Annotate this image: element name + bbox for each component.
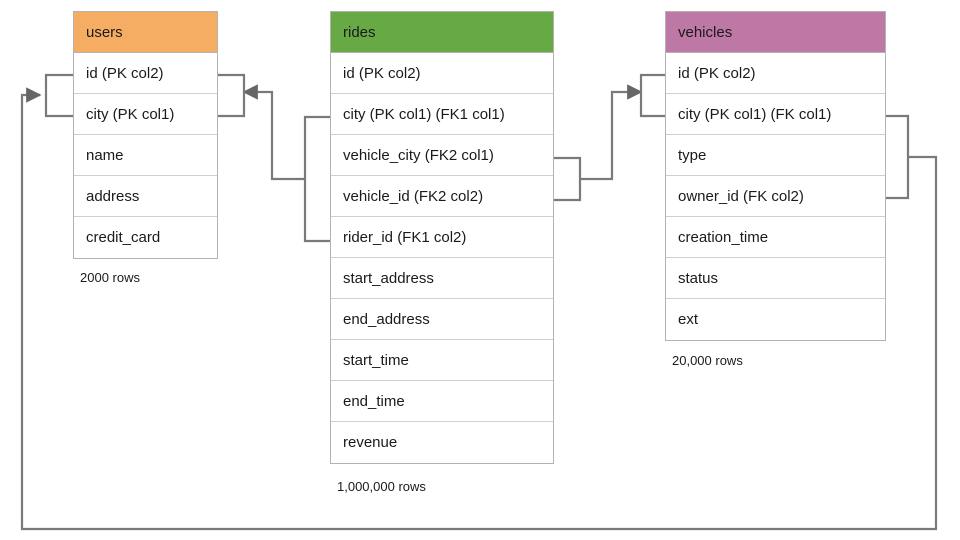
table-rides-rowcount: 1,000,000 rows [337,479,426,494]
table-rides-column-end-address[interactable]: end_address [331,299,553,340]
table-rides-column-revenue[interactable]: revenue [331,422,553,463]
table-rides-column-id[interactable]: id (PK col2) [331,53,553,94]
table-rides-column-vehicle-id[interactable]: vehicle_id (FK2 col2) [331,176,553,217]
table-users-column-credit-card[interactable]: credit_card [74,217,217,258]
fk2-rides-bracket [554,156,582,202]
table-rides-column-vehicle-city[interactable]: vehicle_city (FK2 col1) [331,135,553,176]
table-vehicles-column-ext[interactable]: ext [666,299,885,340]
table-vehicles[interactable]: vehicles id (PK col2) city (PK col1) (FK… [665,11,886,341]
users-right-stub [218,73,246,118]
table-rides-column-start-time[interactable]: start_time [331,340,553,381]
vehicles-fk-bracket [886,114,910,200]
fk1-rides-bracket [303,115,330,243]
fk2-link-to-vehicles [580,90,641,181]
table-vehicles-column-city[interactable]: city (PK col1) (FK col1) [666,94,885,135]
vehicles-key-bracket [639,73,665,118]
table-vehicles-title: vehicles [666,12,885,53]
table-rides-column-start-address[interactable]: start_address [331,258,553,299]
table-rides-column-rider-id[interactable]: rider_id (FK1 col2) [331,217,553,258]
table-vehicles-column-status[interactable]: status [666,258,885,299]
table-rides-column-city[interactable]: city (PK col1) (FK1 col1) [331,94,553,135]
table-users-column-id[interactable]: id (PK col2) [74,53,217,94]
table-users-column-city[interactable]: city (PK col1) [74,94,217,135]
table-vehicles-column-type[interactable]: type [666,135,885,176]
users-key-bracket [44,73,73,118]
fk1-link-to-users [244,90,305,181]
table-rides[interactable]: rides id (PK col2) city (PK col1) (FK1 c… [330,11,554,464]
table-vehicles-rowcount: 20,000 rows [672,353,743,368]
table-users-column-address[interactable]: address [74,176,217,217]
table-vehicles-column-owner-id[interactable]: owner_id (FK col2) [666,176,885,217]
table-vehicles-column-id[interactable]: id (PK col2) [666,53,885,94]
table-users-rowcount: 2000 rows [80,270,140,285]
table-users[interactable]: users id (PK col2) city (PK col1) name a… [73,11,218,259]
table-rides-title: rides [331,12,553,53]
table-vehicles-column-creation-time[interactable]: creation_time [666,217,885,258]
table-users-column-name[interactable]: name [74,135,217,176]
table-users-title: users [74,12,217,53]
table-rides-column-end-time[interactable]: end_time [331,381,553,422]
